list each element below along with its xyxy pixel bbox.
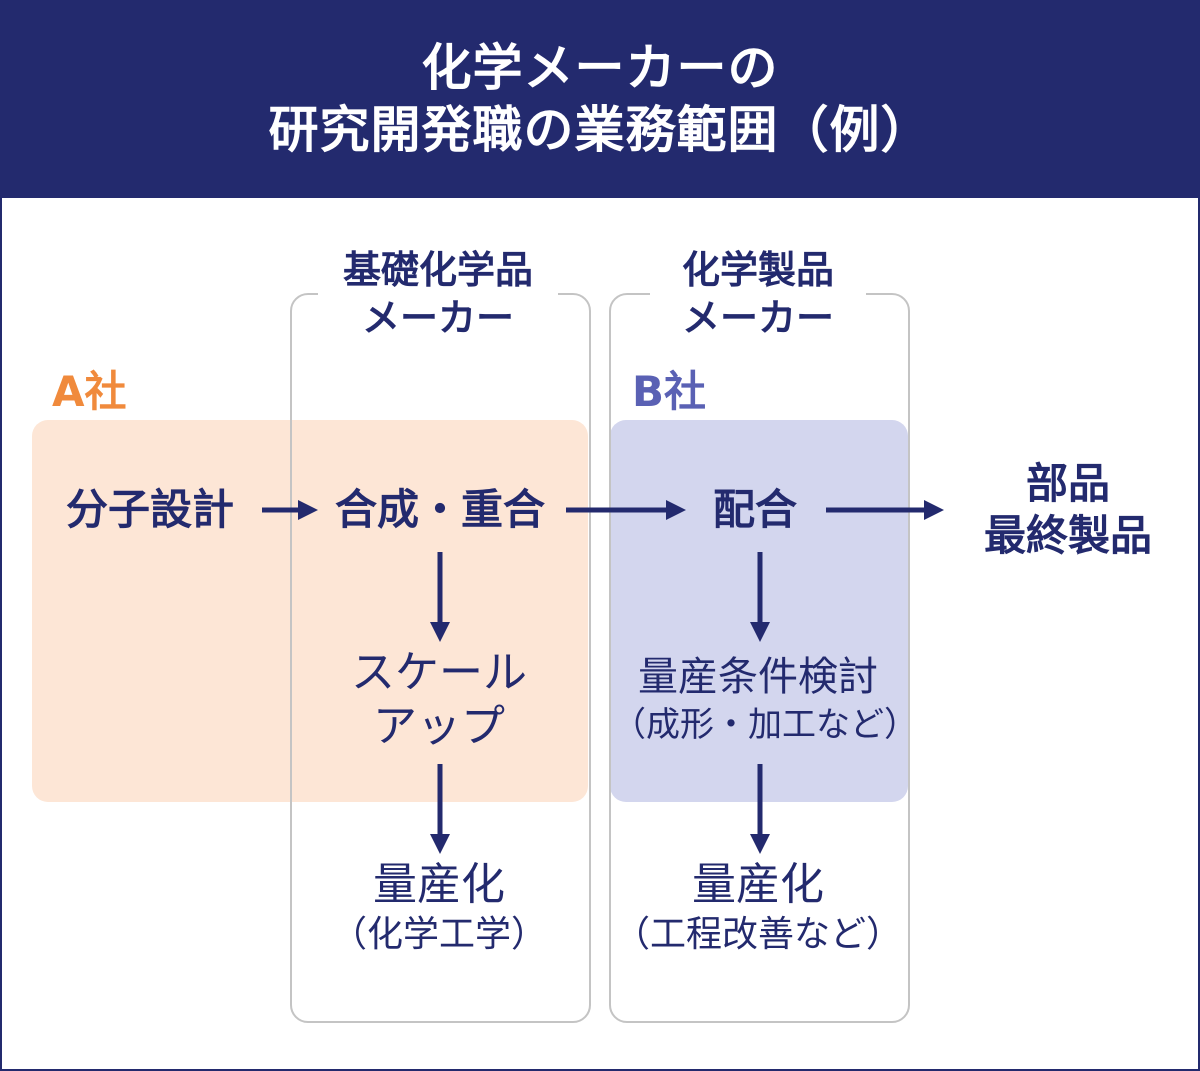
- mass-cond-line-2: （成形・加工など）: [612, 705, 918, 745]
- company-a-label: A社: [52, 367, 127, 416]
- title-banner: 化学メーカーの 研究開発職の業務範囲（例）: [0, 0, 1200, 198]
- mass-cond-line-1: 量産条件検討: [638, 654, 878, 700]
- final-line-2: 最終製品: [983, 511, 1152, 560]
- scaleup-line-1: スケール: [351, 647, 527, 698]
- mass-a-line-1: 量産化: [373, 859, 505, 910]
- mass-b-line-1: 量産化: [692, 859, 824, 910]
- basic-label-line-2: メーカー: [361, 296, 514, 340]
- basic-label-line-1: 基礎化学品: [342, 248, 533, 292]
- company-a-area: [32, 420, 588, 802]
- arrow-design-to-synthesis: [262, 500, 318, 520]
- title-line-1: 化学メーカーの: [421, 39, 779, 97]
- step-scaleup: スケール アップ: [300, 646, 578, 754]
- product-label-line-2: メーカー: [681, 296, 834, 340]
- arrow-scaleup-to-mass: [430, 764, 450, 854]
- mass-a-line-2: （化学工学）: [330, 914, 547, 955]
- step-compounding: 配合: [712, 485, 797, 534]
- arrow-conditions-to-mass: [750, 764, 770, 854]
- arrow-synthesis-to-scaleup: [430, 552, 450, 642]
- scaleup-line-2: アップ: [373, 701, 505, 752]
- step-final-products: 部品 最終製品: [958, 458, 1178, 562]
- product-label-line-1: 化学製品: [681, 248, 834, 292]
- title-line-2: 研究開発職の業務範囲（例）: [268, 101, 932, 159]
- chemical-product-maker-label: 化学製品 メーカー: [650, 246, 866, 342]
- final-line-1: 部品: [1025, 459, 1110, 508]
- arrow-synthesis-to-compounding: [566, 500, 686, 520]
- step-molecular-design: 分子設計: [65, 485, 234, 534]
- mass-b-line-2: （工程改善など）: [613, 914, 902, 955]
- basic-chemical-maker-label: 基礎化学品 メーカー: [318, 246, 558, 342]
- step-mass-production-product: 量産化 （工程改善など）: [612, 858, 904, 958]
- step-mass-production-conditions: 量産条件検討 （成形・加工など）: [612, 652, 918, 748]
- step-synthesis: 合成・重合: [334, 485, 545, 534]
- arrow-compounding-to-conditions: [750, 552, 770, 642]
- step-mass-production-basic: 量産化 （化学工学）: [300, 858, 578, 958]
- arrow-compounding-to-final: [826, 500, 944, 520]
- company-b-label: B社: [632, 367, 707, 416]
